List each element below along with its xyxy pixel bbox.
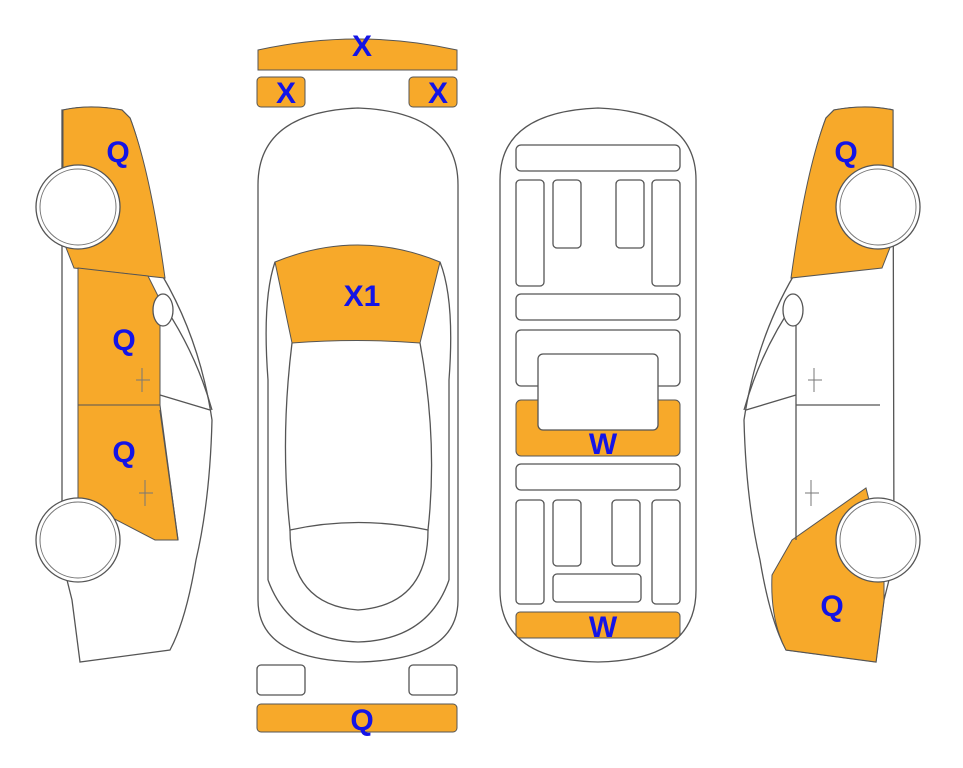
label-front-bumper-top: X [352, 30, 372, 63]
left-front-wheel-outer [35, 164, 121, 250]
front-seat-right [615, 179, 645, 249]
roof-outline [284, 342, 433, 531]
label-interior-middle-seat: W [589, 428, 618, 461]
left-rear-wheel-inner [39, 501, 117, 579]
right-rear-wheel-inner [839, 501, 917, 579]
right-door-handle-rear [805, 480, 819, 506]
left-window-sill [159, 394, 211, 411]
front-light-right-panel [408, 76, 458, 108]
label-interior-trunk: W [589, 611, 618, 644]
interior-view: W W [499, 107, 697, 663]
left-front-wheel-inner [39, 168, 117, 246]
label-right-front-fender: Q [834, 136, 857, 169]
top-view-body [257, 107, 459, 663]
front-seat-right-outer [651, 179, 681, 287]
rear-seat-right-outer [651, 499, 681, 605]
front-seat-left-outer [515, 179, 545, 287]
right-side-view: Q Q [743, 106, 921, 663]
right-door-handle-front [808, 368, 822, 392]
left-door-handle-rear [139, 480, 153, 506]
right-front-wheel-inner [839, 168, 917, 246]
label-left-rear-door: Q [112, 436, 135, 469]
rear-seat-right [611, 499, 641, 567]
rear-light-left [256, 664, 306, 696]
front-seat-left [552, 179, 582, 249]
label-right-rear-quarter: Q [820, 590, 843, 623]
rear-shelf [552, 573, 642, 603]
label-hood: X1 [344, 280, 381, 313]
left-rear-wheel-outer [35, 497, 121, 583]
right-mirror [782, 293, 804, 327]
left-side-view: Q Q Q [35, 106, 213, 663]
windshield-right-edge [439, 261, 452, 580]
right-window-sill [745, 394, 797, 411]
top-view: X X X X1 Q [256, 30, 459, 737]
windshield-left-edge [265, 261, 276, 580]
left-door-handle-front [136, 368, 150, 392]
right-front-wheel-outer [835, 164, 921, 250]
left-front-door-panel [77, 267, 161, 406]
rear-seat-left [552, 499, 582, 567]
rear-window-outline [289, 529, 429, 611]
rear-console-bar [515, 463, 681, 491]
rear-bumper-panel [256, 703, 458, 733]
middle-seat-cushion [537, 353, 659, 431]
rear-light-right [408, 664, 458, 696]
label-rear-bumper: Q [350, 704, 373, 737]
left-mirror [152, 293, 174, 327]
left-door-rear-edge [159, 409, 179, 541]
label-front-light-right: X [428, 77, 448, 110]
trunk-outline [267, 579, 450, 643]
front-light-left-panel [256, 76, 306, 108]
trunk-panel [515, 611, 681, 639]
rear-seat-left-outer [515, 499, 545, 605]
console-bar [515, 293, 681, 321]
dashboard [515, 144, 681, 172]
label-left-front-fender: Q [106, 136, 129, 169]
label-left-front-door: Q [112, 324, 135, 357]
front-bumper-top-panel [257, 38, 458, 71]
label-front-light-left: X [276, 77, 296, 110]
right-rear-wheel-outer [835, 497, 921, 583]
